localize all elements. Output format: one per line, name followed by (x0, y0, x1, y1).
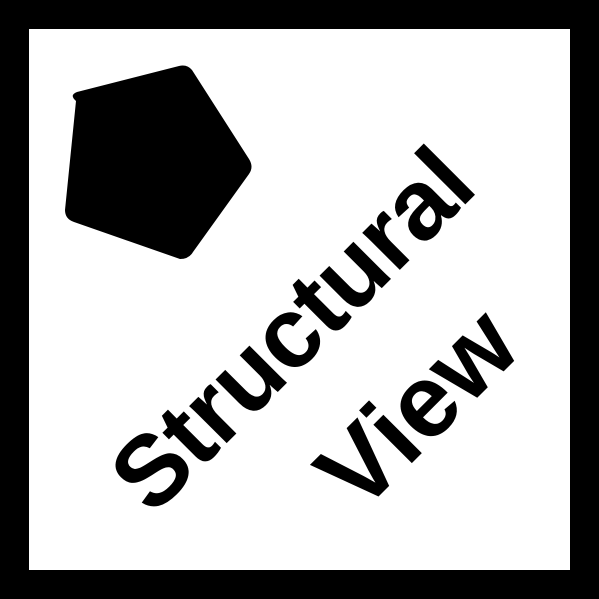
pentagon-icon (65, 65, 252, 259)
icon-canvas: Structural View (29, 29, 570, 570)
